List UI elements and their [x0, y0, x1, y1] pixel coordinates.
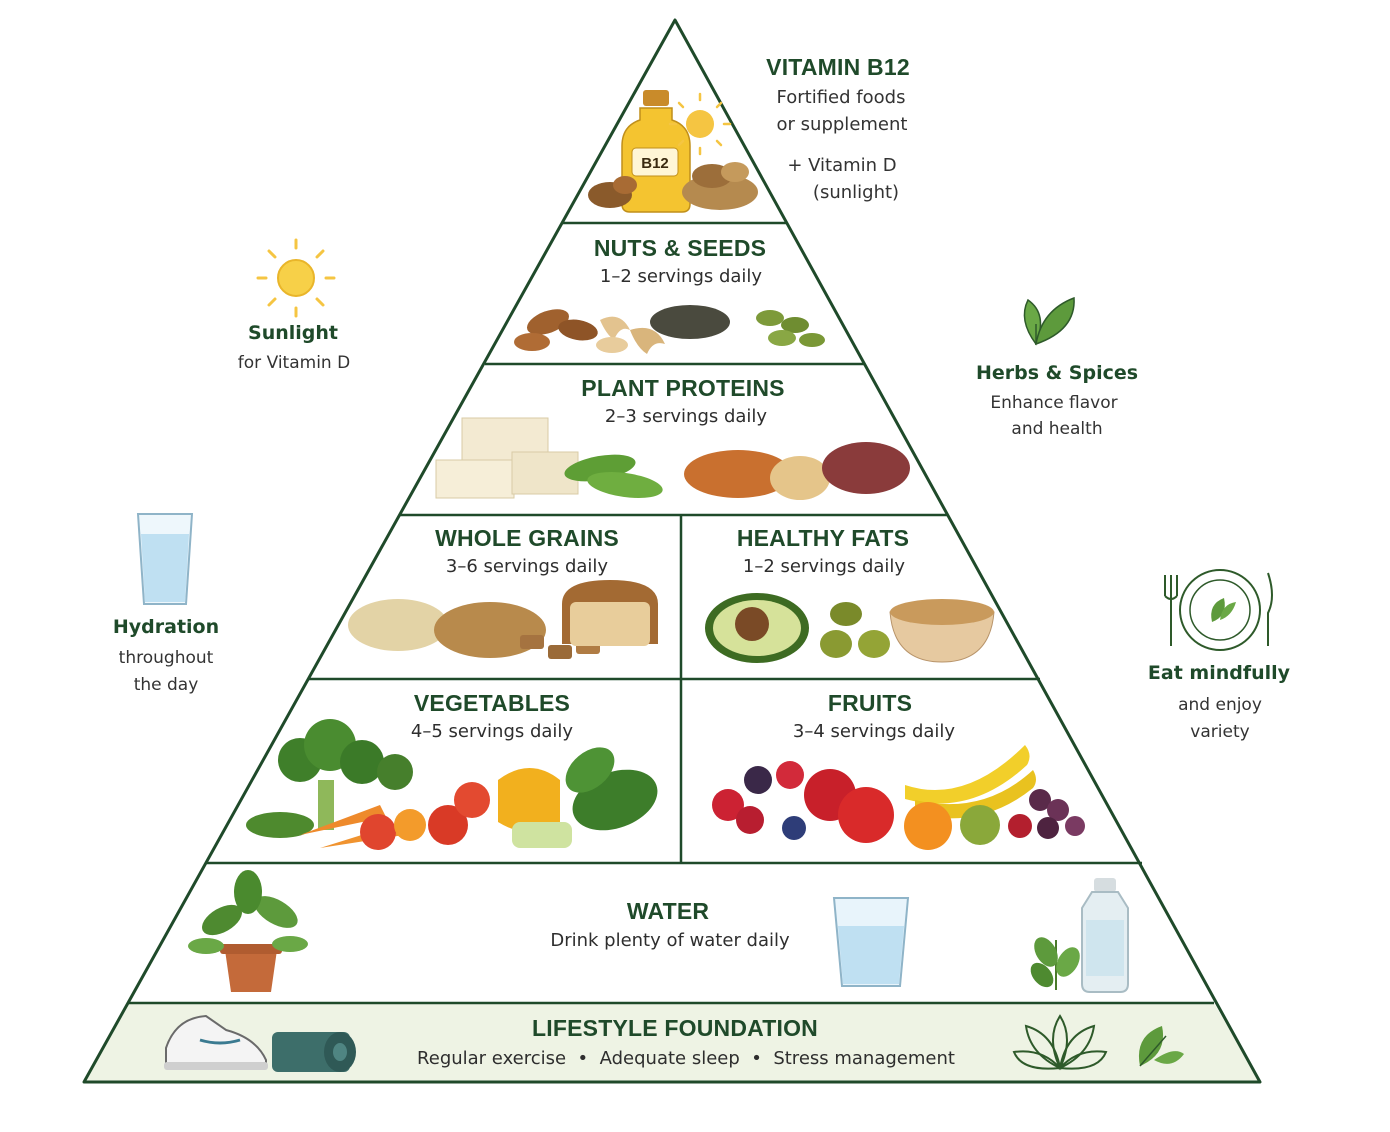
hydration-sub-1: throughout	[119, 645, 214, 671]
herbs-sub-1: Enhance flavor	[990, 390, 1117, 416]
sunlight-sub: for Vitamin D	[238, 350, 350, 376]
sunlight-title: Sunlight	[248, 322, 338, 344]
plate-cutlery-icon	[1165, 570, 1272, 650]
hydration-title: Hydration	[113, 616, 219, 638]
mindful-title: Eat mindfully	[1148, 662, 1290, 684]
herb-leaf-icon	[1024, 298, 1074, 344]
water-glass-icon	[138, 514, 192, 604]
herbs-title: Herbs & Spices	[976, 362, 1138, 384]
hydration-sub-2: the day	[134, 672, 199, 698]
sun-icon	[258, 240, 334, 316]
mindful-sub-1: and enjoy	[1178, 692, 1262, 718]
herbs-sub-2: and health	[1011, 416, 1102, 442]
mindful-sub-2: variety	[1190, 719, 1249, 745]
